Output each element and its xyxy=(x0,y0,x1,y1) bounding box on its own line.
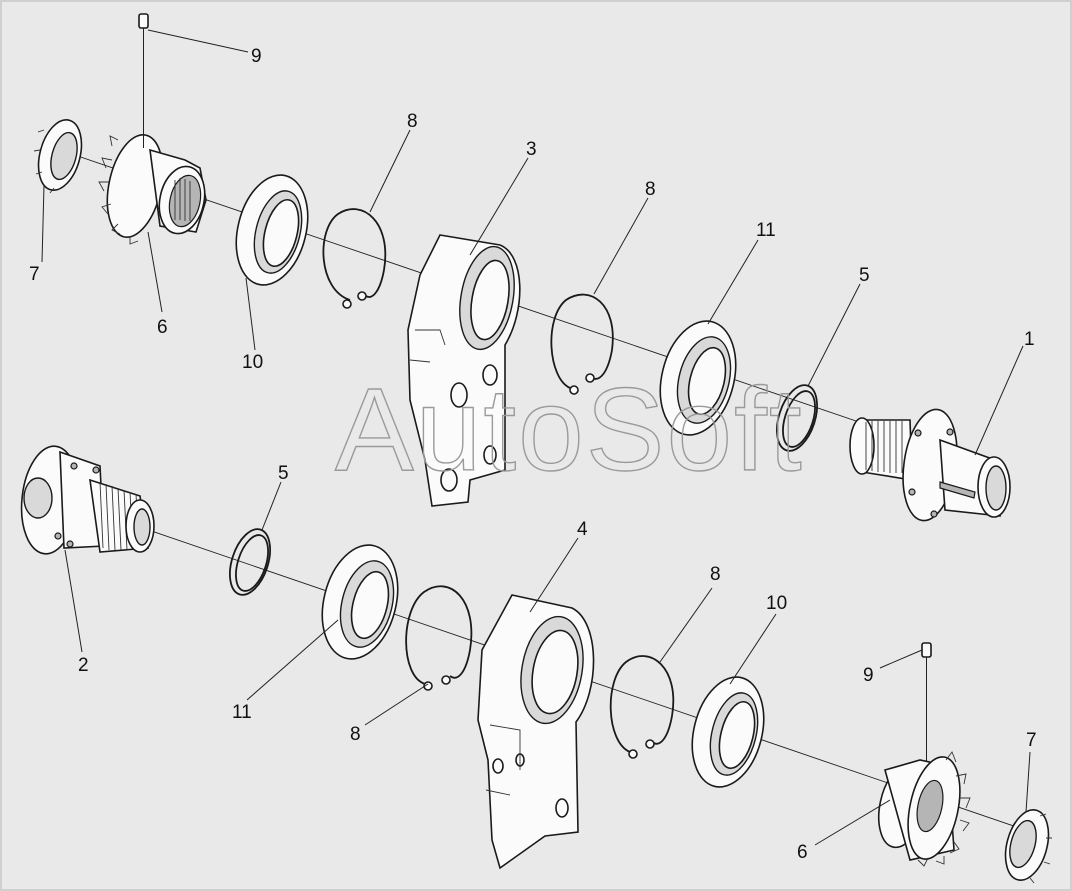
lock-nut-lower xyxy=(1004,809,1052,884)
callout-11-lower: 11 xyxy=(232,702,252,723)
callout-8-b: 8 xyxy=(645,179,656,200)
leader-lines xyxy=(41,29,1031,846)
grease-nipple-lower xyxy=(921,642,932,770)
bearing-upper xyxy=(659,320,737,436)
circlip-1 xyxy=(322,208,387,309)
bracket-housing-3 xyxy=(407,234,521,507)
bracket-housing-4 xyxy=(477,594,595,870)
splined-shaft-2 xyxy=(20,445,155,555)
callout-10-upper: 10 xyxy=(242,352,263,373)
callout-6-upper: 6 xyxy=(157,317,168,338)
callout-10-lower: 10 xyxy=(766,593,787,614)
callout-8-c: 8 xyxy=(350,724,361,745)
callout-3: 3 xyxy=(526,139,537,160)
watermark-text: AutoSoft xyxy=(335,364,804,496)
bearing-lower xyxy=(321,544,399,660)
circlip-4 xyxy=(609,655,675,759)
lock-nut-upper xyxy=(33,119,83,194)
circlip-3 xyxy=(405,585,473,691)
grease-nipple-upper xyxy=(138,13,149,148)
circlip-2 xyxy=(550,293,614,395)
callout-5-upper: 5 xyxy=(859,265,870,286)
callout-7-lower: 7 xyxy=(1026,730,1037,751)
callout-8-a: 8 xyxy=(407,111,418,132)
sprocket-hub-lower xyxy=(877,751,971,867)
callout-9-upper: 9 xyxy=(251,46,262,67)
callout-4: 4 xyxy=(577,519,588,540)
splined-shaft-1 xyxy=(849,408,1011,522)
spacer-ring-lower xyxy=(229,528,271,596)
callout-5-lower: 5 xyxy=(278,463,289,484)
callout-11-upper: 11 xyxy=(756,220,776,241)
sprocket-hub-upper xyxy=(98,134,207,245)
callout-9-lower: 9 xyxy=(863,665,874,686)
callout-7-upper: 7 xyxy=(29,264,40,285)
upper-assembly-axis xyxy=(59,149,1001,471)
spacer-ring-upper xyxy=(776,384,818,452)
oil-seal-lower xyxy=(691,676,765,788)
oil-seal-upper xyxy=(235,174,309,286)
callout-6-lower: 6 xyxy=(797,842,808,863)
callout-2: 2 xyxy=(78,655,89,676)
callout-8-d: 8 xyxy=(710,564,721,585)
callout-1: 1 xyxy=(1024,329,1035,350)
